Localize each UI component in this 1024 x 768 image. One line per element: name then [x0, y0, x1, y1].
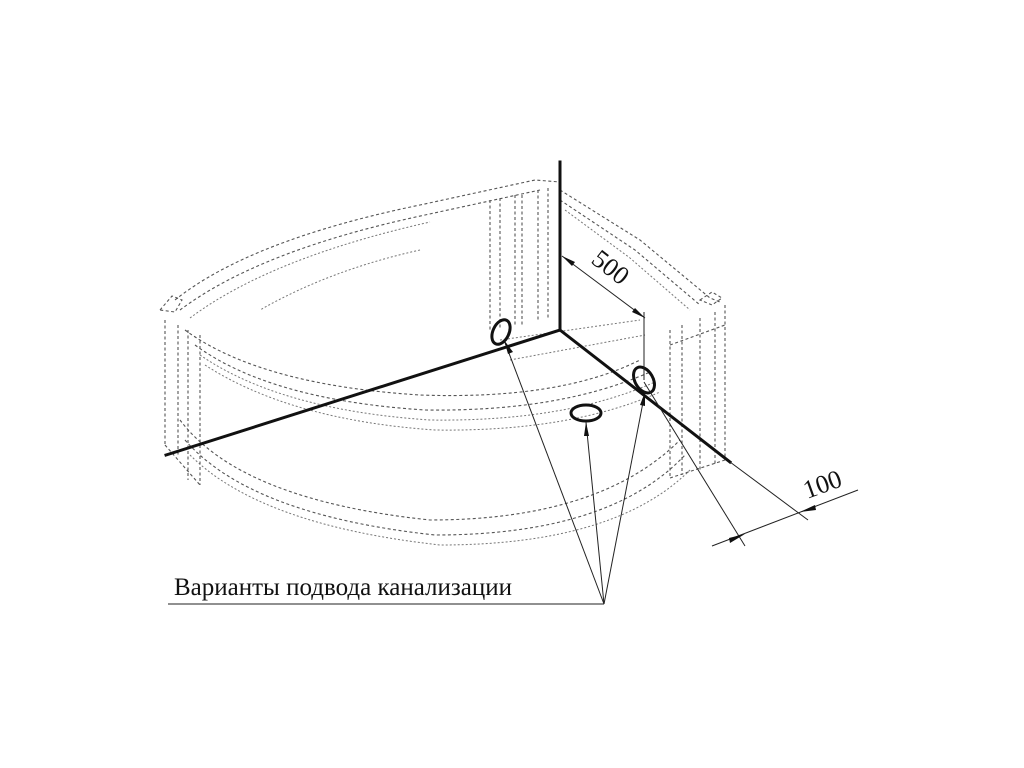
- dim-500-arrow-end: [632, 308, 645, 318]
- left-wall-outlet: [490, 318, 512, 346]
- leader-to-center-outlet: [585, 421, 605, 605]
- dim-500-arrow-start: [562, 256, 575, 266]
- callout-leaders: [168, 339, 646, 605]
- left-wall-floor-line: [164, 328, 562, 457]
- leader-arrow-right: [640, 392, 645, 406]
- dim-100-label: 100: [799, 464, 846, 505]
- outlets: [490, 318, 656, 423]
- dim-100-ext-1: [643, 381, 746, 547]
- dim-100-arrow-2: [800, 505, 816, 512]
- dim-100-ext-2: [729, 461, 809, 521]
- wall-lines: [164, 160, 733, 465]
- dimension-100: 100: [643, 381, 859, 547]
- dim-100-arrow-1: [729, 534, 745, 543]
- bathtub-hidden-outline: [158, 179, 726, 546]
- callout-label: Варианты подвода канализации: [174, 574, 512, 601]
- dim-500-line: [561, 255, 646, 319]
- leader-to-right-outlet: [603, 391, 646, 605]
- leader-arrow-left: [504, 340, 513, 354]
- dim-500-label: 500: [586, 244, 635, 291]
- right-wall-outlet: [632, 365, 656, 395]
- leader-to-left-outlet: [503, 339, 605, 605]
- leader-arrow-center: [584, 422, 589, 436]
- dimension-500: 500: [561, 244, 646, 380]
- center-floor-outlet: [569, 403, 603, 423]
